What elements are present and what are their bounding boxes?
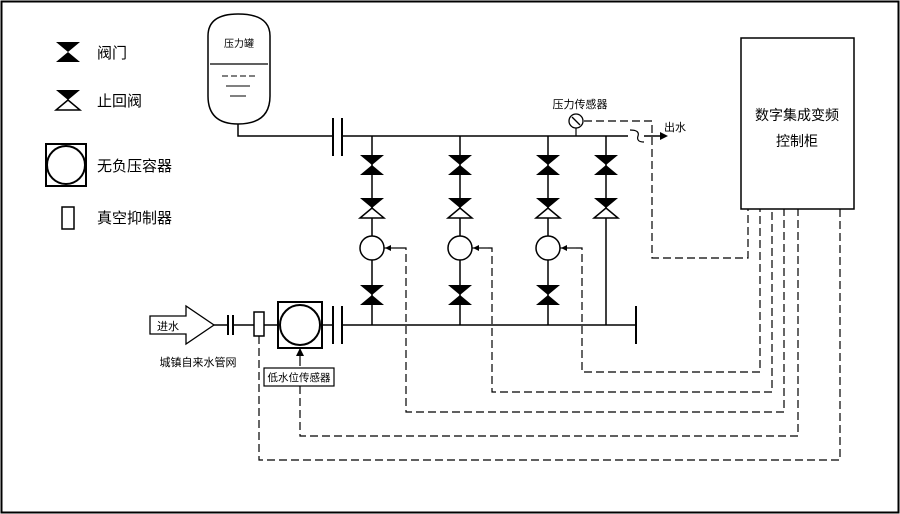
suction-flange xyxy=(322,306,343,344)
legend-valve-icon xyxy=(56,42,80,62)
pump-branch-1 xyxy=(359,136,385,325)
signal-pump-2 xyxy=(488,209,773,393)
inlet-pipe xyxy=(214,311,278,337)
bypass-branch xyxy=(593,136,619,325)
control-cabinet: 数字集成变频 控制柜 xyxy=(740,37,855,210)
pump-branch-2 xyxy=(447,136,473,325)
signal-pressure-sensor xyxy=(584,120,749,259)
no-pressure-tank xyxy=(277,301,323,349)
inlet-source-label: 城镇自来水管网 xyxy=(160,355,237,369)
legend-suppressor-label: 真空抑制器 xyxy=(97,209,172,227)
check-valve-icon xyxy=(593,197,619,219)
signal-vacuum-suppressor xyxy=(258,209,841,461)
legend-tank-label: 无负压容器 xyxy=(97,157,172,175)
low-level-sensor-label: 低水位传感器 xyxy=(268,371,331,384)
legend-check-valve-label: 止回阀 xyxy=(97,92,142,110)
pump-branch-3 xyxy=(535,136,561,325)
valve-icon xyxy=(448,285,472,305)
check-valve-icon xyxy=(447,197,473,219)
sensor-tap xyxy=(629,129,645,143)
control-cabinet-line1: 数字集成变频 xyxy=(755,107,839,124)
pressure-sensor-label: 压力传感器 xyxy=(553,98,608,111)
pump-icon xyxy=(447,235,473,261)
inlet: 进水 城镇自来水管网 xyxy=(149,304,237,369)
signal-pump-1 xyxy=(400,209,785,413)
vacuum-suppressor xyxy=(253,311,265,337)
check-valve-icon xyxy=(359,197,385,219)
pressure-sensor: 压力传感器 xyxy=(553,98,608,136)
suction-header-pipe xyxy=(342,306,637,344)
tank-pipe xyxy=(237,124,334,137)
valve-icon xyxy=(448,155,472,175)
legend-suppressor-icon xyxy=(61,206,75,230)
inlet-label: 进水 xyxy=(157,320,179,333)
pressure-tank-label: 压力罐 xyxy=(224,37,254,50)
outlet-label: 出水 xyxy=(664,120,686,134)
legend: 阀门 止回阀 无负压容器 真空抑制器 xyxy=(45,42,172,230)
outlet-header-pipe xyxy=(332,118,668,156)
legend-valve-label: 阀门 xyxy=(97,44,127,62)
control-signal-lines xyxy=(258,120,841,461)
low-level-sensor: 低水位传感器 xyxy=(263,348,335,387)
signal-pump-3 xyxy=(576,209,761,373)
valve-icon xyxy=(536,285,560,305)
pump-feed-arrowheads xyxy=(385,245,567,251)
valve-icon xyxy=(360,155,384,175)
pressure-tank: 压力罐 xyxy=(207,13,271,125)
valve-icon xyxy=(360,285,384,305)
legend-tank-icon xyxy=(45,143,87,187)
valve-icon xyxy=(594,155,618,175)
valve-icon xyxy=(536,155,560,175)
legend-check-valve-icon xyxy=(55,89,81,111)
pump-icon xyxy=(359,235,385,261)
control-cabinet-line2: 控制柜 xyxy=(776,134,818,150)
signal-low-level-sensor xyxy=(299,209,799,437)
check-valve-icon xyxy=(535,197,561,219)
pump-icon xyxy=(535,235,561,261)
